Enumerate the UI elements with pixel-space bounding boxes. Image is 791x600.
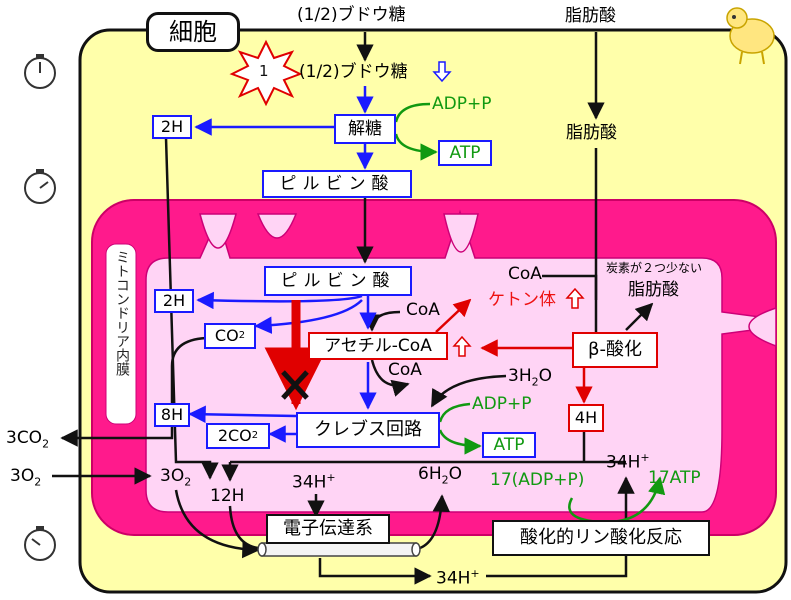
arrow-et-h2o	[419, 494, 451, 550]
badge-number: 1	[259, 62, 269, 80]
arrow-coa-out	[370, 359, 410, 397]
arrow-pyr-co2	[254, 299, 363, 334]
arrow-beta-short-fa	[625, 302, 654, 331]
electron-transport-tube	[257, 542, 421, 557]
fatty-acid-short-note: 炭素が２つ少ない	[606, 261, 703, 275]
oxidative-phosphorylation-box: 酸化的リン酸化反応	[492, 520, 710, 556]
crista-4	[748, 306, 777, 348]
arrow-acetyl-ketone	[435, 298, 472, 333]
fatty-acid-short: 脂肪酸	[628, 280, 679, 300]
h34-a-label: 34H+	[292, 471, 336, 493]
beta-oxidation-box: β-酸化	[572, 332, 658, 368]
acetyl-coa-box: アセチル-CoA	[308, 332, 448, 360]
membrane-label: ミトコンドリア内膜	[114, 250, 130, 376]
coa-1: CoA	[508, 264, 542, 284]
lamb-icon	[726, 7, 775, 65]
clock-icon	[24, 169, 56, 204]
crista-1	[199, 213, 237, 249]
arrow-adp-krebs	[438, 402, 471, 423]
arrow-glycolysis-atp	[394, 133, 438, 161]
glycolysis-box: 解糖	[334, 114, 396, 144]
arrow-coa-beta	[542, 274, 598, 300]
arrow-h2o-in	[430, 374, 507, 408]
atp-1-box: ATP	[438, 140, 492, 166]
adp-p-1: ADP+P	[432, 94, 492, 114]
pyruvate-out-box: ピルビン酸	[262, 170, 412, 198]
fatty-acid-top: 脂肪酸	[565, 6, 616, 26]
o2-3-in: 3O2	[10, 466, 42, 489]
h2-top-box: 2H	[152, 115, 192, 139]
crista-3	[443, 213, 479, 253]
atp-2-box: ATP	[482, 432, 536, 458]
arrow-co2-out	[60, 336, 207, 447]
up-arrow-icon	[452, 335, 472, 357]
h2o-6-label: 6H2O	[418, 464, 462, 487]
coa-3: CoA	[388, 360, 422, 380]
krebs-box: クレブス回路	[296, 412, 440, 448]
clock-icon	[24, 526, 56, 561]
atp-17: 17ATP	[648, 468, 701, 488]
h12-label: 12H	[210, 486, 245, 506]
arrow-krebs-8h	[188, 405, 297, 424]
adp-p-17: 17(ADP+P)	[490, 470, 585, 490]
h4-box: 4H	[568, 404, 604, 432]
adp-p-2: ADP+P	[472, 394, 532, 414]
h2o-3: 3H2O	[508, 366, 552, 389]
arrow-34h-bottom	[318, 558, 432, 585]
electron-transport-box: 電子伝達系	[266, 514, 390, 544]
arrow-adp-glycolysis	[394, 102, 431, 123]
down-arrow-icon	[432, 61, 452, 83]
h34-b-label: 34H+	[606, 451, 650, 473]
cell-label: 細胞	[146, 12, 240, 52]
h34-c-label: 34H+	[436, 567, 480, 589]
h2-mito-box: 2H	[154, 289, 194, 313]
coa-2: CoA	[406, 300, 440, 320]
co2-3-out: 3CO2	[6, 428, 50, 451]
block-x-icon	[281, 370, 309, 400]
arrow-krebs-atp	[438, 429, 482, 455]
fatty-acid-in: 脂肪酸	[566, 123, 617, 143]
arrow-12h-et	[228, 505, 259, 550]
membrane-label-box	[105, 243, 137, 425]
h8-box: 8H	[154, 403, 190, 427]
crista-2	[256, 213, 298, 239]
up-arrow-icon	[565, 287, 585, 309]
pyruvate-in-box: ピルビン酸	[264, 266, 412, 296]
glucose-top: (1/2)ブドウ糖	[297, 5, 406, 25]
arrow-34h-up	[486, 476, 635, 578]
explosion-icon	[229, 39, 303, 107]
arrow-pyr-2h	[196, 291, 363, 310]
arrow-o2-et	[174, 489, 260, 559]
clock-icon	[24, 54, 56, 89]
glucose-in: (1/2)ブドウ糖	[299, 62, 408, 82]
o2-matrix: 3O2	[160, 466, 192, 489]
ketone-label: ケトン体	[488, 290, 556, 310]
